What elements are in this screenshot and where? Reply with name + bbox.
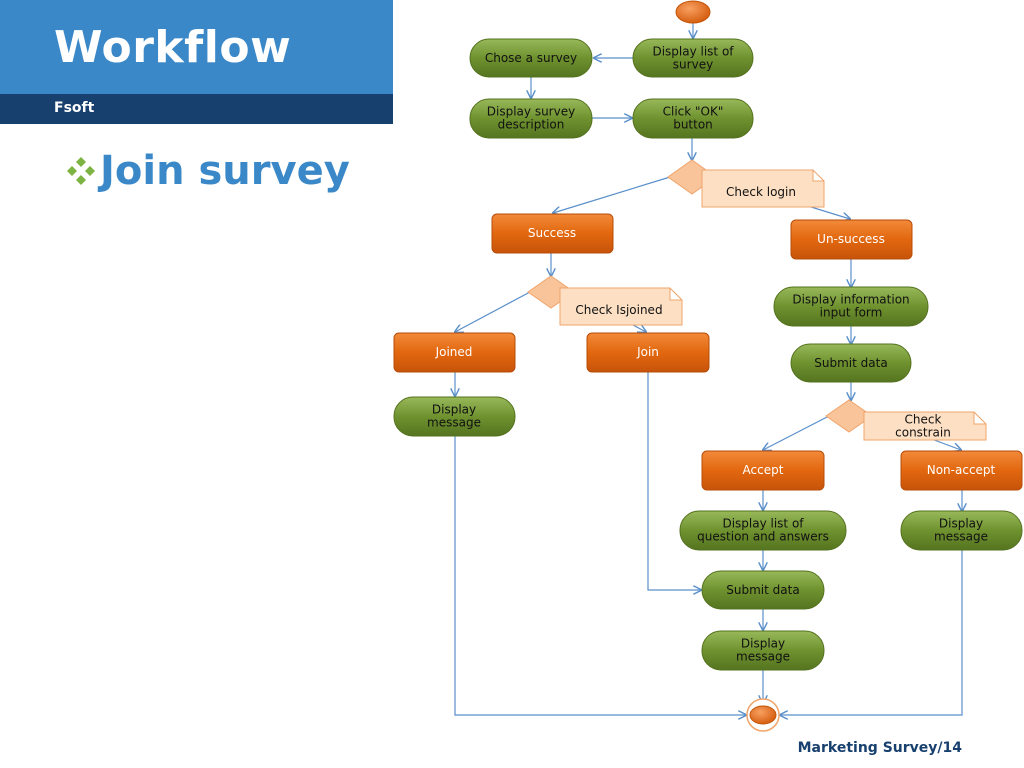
label-submit1: Submit data [814, 356, 887, 370]
node-info-form [773, 286, 929, 327]
end-node [746, 698, 780, 732]
edge-msg-end [454, 436, 746, 715]
diamond-bullet-icon [67, 157, 95, 185]
edge-dconstrain-accept [763, 415, 830, 450]
slide-title: Workflow [54, 22, 292, 73]
start-node [675, 0, 711, 24]
node-display-list [632, 38, 754, 78]
edge-djoined-joined [455, 291, 531, 332]
notes [559, 169, 987, 441]
bullet-text: Join survey [100, 148, 350, 194]
label-chose-survey: Chose a survey [485, 51, 577, 65]
node-qa-list [679, 510, 847, 551]
node-success [491, 213, 614, 254]
node-unsuccess [790, 219, 913, 260]
node-accept [701, 450, 825, 491]
note-check-constrain [863, 411, 987, 441]
node-msg-final [701, 630, 825, 671]
label-note-login: Check login [726, 185, 796, 199]
node-submit1 [790, 343, 912, 383]
label-nonaccept: Non-accept [927, 463, 996, 477]
node-msg-joined [393, 396, 516, 437]
node-msg-nonaccept [900, 510, 1023, 551]
state-nodes [393, 213, 1023, 491]
note-check-isjoined [559, 287, 683, 326]
label-submit2: Submit data [726, 583, 799, 597]
action-nodes [393, 38, 1023, 671]
node-nonaccept [900, 450, 1023, 491]
bullet-item: Join survey [64, 148, 350, 194]
label-joined: Joined [435, 345, 473, 359]
label-accept: Accept [743, 463, 784, 477]
node-join [586, 332, 710, 373]
slide-subtitle: Fsoft [54, 100, 95, 116]
label-note-isjoined: Check Isjoined [575, 303, 662, 317]
node-submit2 [701, 570, 825, 610]
footer-text: Marketing Survey/14 [797, 740, 962, 756]
edge-join-submit2 [647, 372, 701, 590]
label-click-ok: Click "OK"button [663, 105, 724, 132]
label-success: Success [528, 226, 576, 240]
node-joined [393, 332, 516, 373]
node-chose-survey [469, 38, 593, 78]
note-check-login [701, 169, 825, 208]
node-click-ok [632, 98, 754, 139]
label-join: Join [636, 345, 659, 359]
decision-constrain [825, 399, 873, 433]
node-display-desc [469, 98, 593, 139]
edge-dlogin-success [553, 176, 671, 213]
subtitle-bar: Fsoft [0, 94, 393, 124]
edge-msgnonaccept-end [780, 550, 963, 715]
label-unsuccess: Un-success [817, 232, 885, 246]
title-bar: Workflow [0, 0, 393, 94]
